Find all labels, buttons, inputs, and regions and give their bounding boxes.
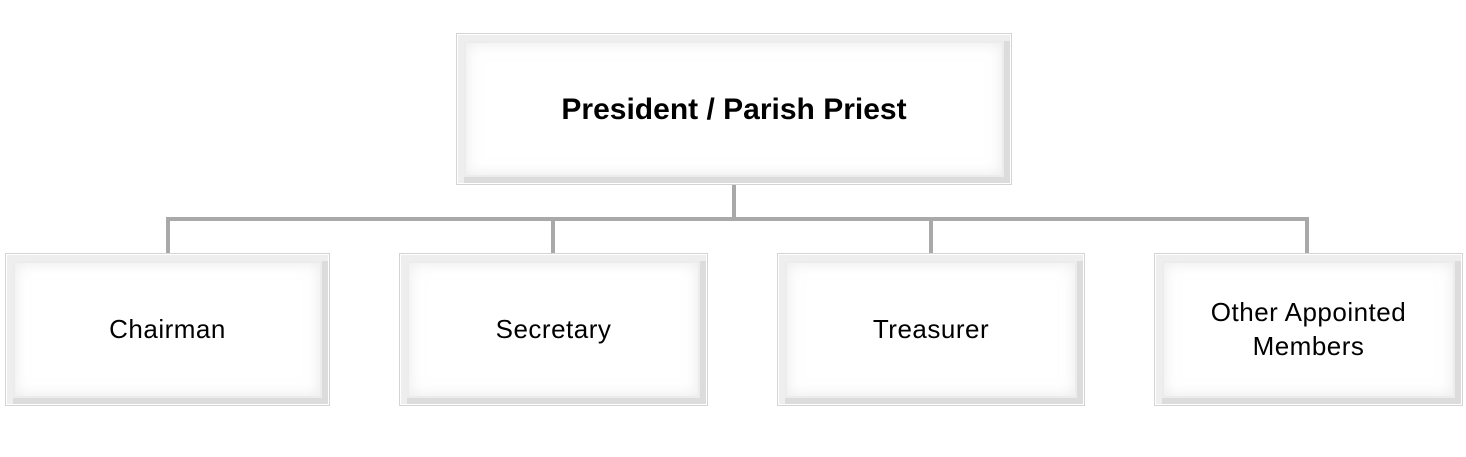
node-label: Secretary (495, 313, 612, 344)
node-chairman: Chairman (5, 253, 330, 406)
node-label: Chairman (109, 313, 226, 344)
node-secretary: Secretary (399, 253, 708, 406)
node-president-parish-priest: President / Parish Priest (456, 33, 1012, 185)
node-other-appointed-members: Other Appointed Members (1154, 253, 1463, 406)
node-treasurer: Treasurer (777, 253, 1085, 406)
node-label: Treasurer (872, 313, 990, 344)
node-label: Other Appointed Members (1210, 296, 1407, 361)
node-label: President / Parish Priest (561, 92, 907, 126)
